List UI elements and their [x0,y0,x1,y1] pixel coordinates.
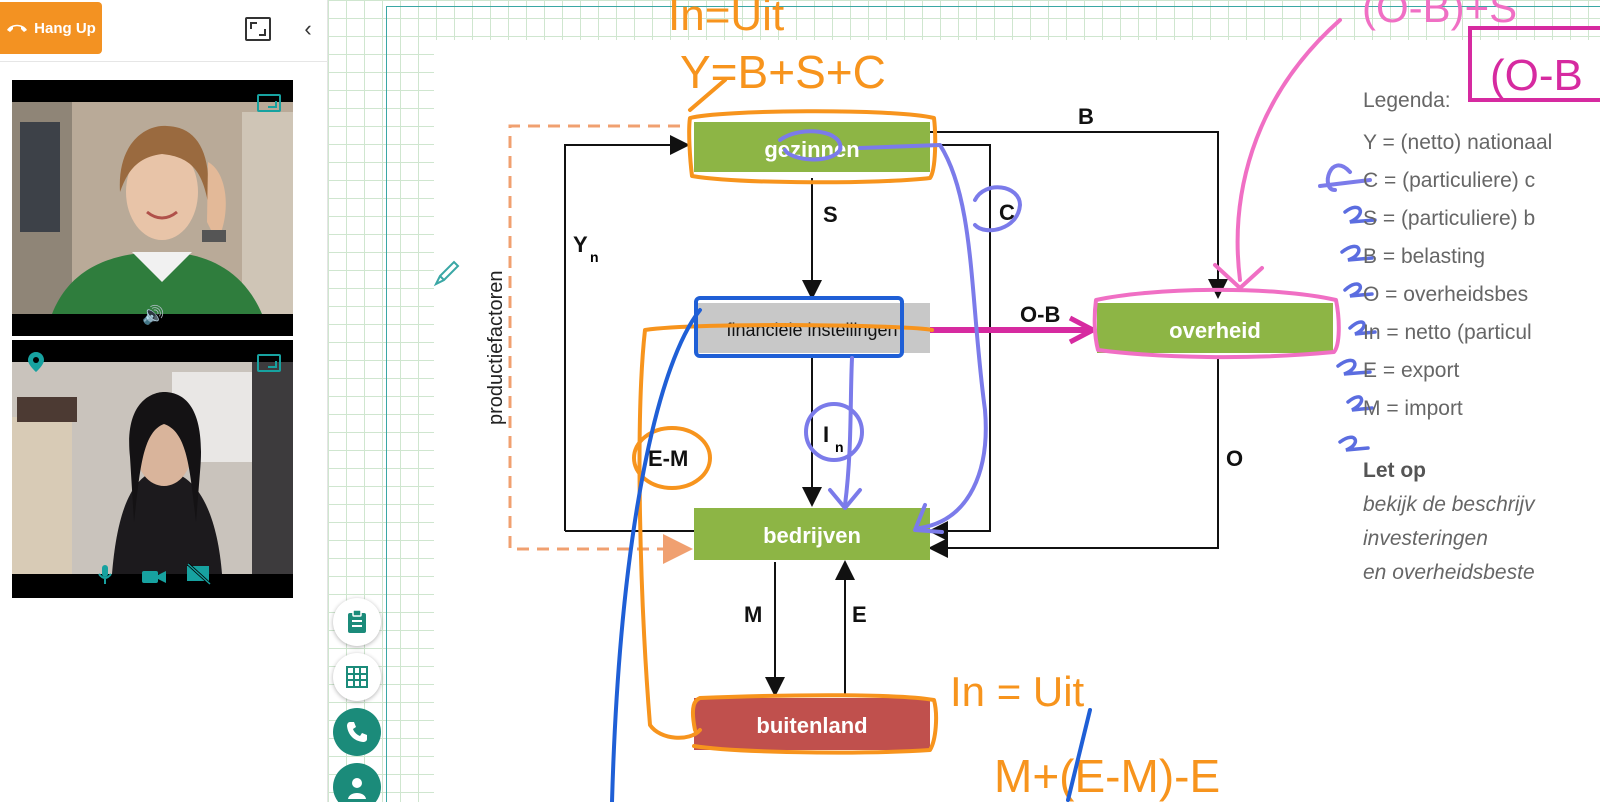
participant-1-video-feed [12,102,293,314]
participant-2-video-feed [12,362,293,574]
note-line: en overheidsbeste [1363,561,1535,584]
collapse-panel-chevron-icon[interactable]: ‹ [304,16,312,41]
legend-item: S = (particuliere) b [1363,207,1536,230]
tile-fullscreen-icon[interactable] [257,94,281,112]
legend-item: C = (particuliere) c [1363,169,1536,192]
board-frame [386,6,1600,802]
participant-video-2[interactable] [12,340,293,598]
clipboard-icon [348,610,366,633]
camera-icon[interactable] [142,569,166,590]
hang-up-label: Hang Up [34,19,96,37]
legend-item: In = netto (particul [1363,321,1532,344]
expand-view-button[interactable] [245,17,271,41]
tile-fullscreen-icon[interactable] [257,354,281,372]
legend-item: O = overheidsbes [1363,283,1529,306]
clipboard-tool-button[interactable] [333,598,381,646]
screen-share-off-icon[interactable] [186,562,212,590]
microphone-icon[interactable] [98,565,112,590]
pen-cursor-icon [432,258,462,293]
grid-tool-button[interactable] [333,653,381,701]
location-pin-icon [28,352,44,372]
legend-item: M = import [1363,397,1463,420]
hang-up-button[interactable]: Hang Up [0,2,102,54]
user-tool-button[interactable] [333,763,381,802]
participant-video-1[interactable]: 🔊 [12,80,293,336]
user-icon [348,778,366,799]
video-call-panel: Hang Up ‹ 🔊 [0,0,328,802]
phone-icon [347,722,367,742]
call-header: Hang Up ‹ [0,0,328,62]
note-title: Let op [1363,459,1426,482]
legend-panel: Legenda: Y = (netto) nationaal C = (part… [1363,82,1600,590]
speaker-icon[interactable]: 🔊 [142,305,165,325]
legend-title: Legenda: [1363,89,1451,112]
call-tool-button[interactable] [333,708,381,756]
note-line: investeringen [1363,527,1488,550]
phone-hangup-icon [7,24,28,32]
grid-icon [346,666,368,688]
legend-item: Y = (netto) nationaal [1363,131,1553,154]
legend-item: B = belasting [1363,245,1486,268]
note-line: bekijk de beschrijv [1363,493,1535,516]
legend-item: E = export [1363,359,1460,382]
